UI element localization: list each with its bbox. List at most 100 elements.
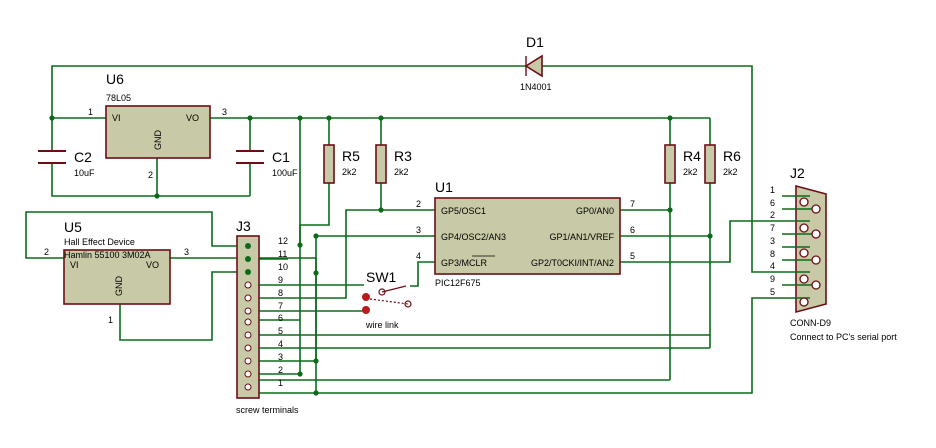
resistor-r5: R5 2k2 — [323, 144, 360, 184]
j2-pin-3: 3 — [770, 236, 775, 246]
r6-value: 2k2 — [723, 167, 738, 177]
junction-dot — [49, 115, 55, 121]
j3-pin-10: 10 — [278, 262, 288, 272]
sw1-contact — [404, 300, 412, 308]
wires — [25, 65, 782, 394]
u5-pin-vo-number: 3 — [184, 247, 189, 257]
sw1-contact — [362, 293, 370, 301]
c1-reference: C1 — [272, 149, 290, 165]
j2-description: Connect to PC's serial port — [790, 332, 897, 342]
connector-j2: J2 CONN-D9 Connect to PC's serial port 1 — [770, 165, 897, 342]
u1-value: PIC12F675 — [435, 278, 481, 288]
r4-value: 2k2 — [683, 167, 698, 177]
resistor-r3: R3 2k2 — [375, 144, 412, 184]
j2-pin-9: 9 — [770, 274, 775, 284]
r3-reference: R3 — [394, 148, 412, 164]
r6-reference: R6 — [723, 148, 741, 164]
d1-value: 1N4001 — [520, 82, 552, 92]
junction-dot — [297, 115, 303, 121]
resistor-r4: R4 2k2 — [664, 144, 701, 184]
u6-vi-label: VI — [112, 113, 121, 123]
u5-pin-vi-number: 2 — [44, 247, 49, 257]
r3-value: 2k2 — [394, 167, 409, 177]
u6-pin-vi-number: 1 — [88, 107, 93, 117]
u5-reference: U5 — [64, 219, 82, 235]
c1-value: 100uF — [272, 168, 298, 178]
junction-dot — [313, 358, 319, 364]
junction-dot — [297, 242, 303, 248]
j2-pin-4: 4 — [770, 261, 775, 271]
j2-value: CONN-D9 — [790, 318, 831, 328]
u5-gnd-label: GND — [114, 276, 124, 297]
sw1-contact — [362, 306, 370, 314]
j2-pin-7: 7 — [770, 223, 775, 233]
junction-dot — [313, 233, 319, 239]
u1-pin-2: 2 — [416, 199, 421, 209]
junction-dot — [247, 115, 253, 121]
c2-reference: C2 — [74, 149, 92, 165]
regulator-u6: U6 78L05 1 3 2 VI VO GND — [88, 71, 227, 180]
j3-pin-1: 1 — [278, 378, 283, 388]
j3-pin-7: 7 — [278, 301, 283, 311]
microcontroller-u1: U1 PIC12F675 2 3 4 7 6 5 GP5/OSC1 GP4/OS… — [416, 179, 635, 288]
u1-gp0-label: GP0/AN0 — [576, 206, 614, 216]
u1-gp3-label: GP3/MCLR — [441, 258, 488, 268]
resistor-r6: R6 2k2 — [704, 144, 741, 184]
junction-dot — [667, 115, 673, 121]
u6-reference: U6 — [106, 71, 124, 87]
sw1-value: wire link — [365, 320, 399, 330]
u1-pin-6: 6 — [630, 225, 635, 235]
j2-pin-6: 6 — [770, 198, 775, 208]
d1-reference: D1 — [526, 34, 544, 50]
junction-dot — [313, 390, 319, 396]
j2-pin-8: 8 — [770, 249, 775, 259]
u1-pin-3: 3 — [416, 225, 421, 235]
j2-pin-1: 1 — [770, 185, 775, 195]
sw1-reference: SW1 — [366, 269, 397, 285]
u5-pin-gnd-number: 1 — [108, 315, 113, 325]
j2-pin-2: 2 — [770, 210, 775, 220]
u1-pin-7: 7 — [630, 199, 635, 209]
u6-gnd-label: GND — [153, 130, 163, 151]
u5-vi-label: VI — [70, 260, 79, 270]
junction-dot — [378, 207, 384, 213]
junctions — [49, 115, 713, 396]
u6-vo-label: VO — [186, 113, 199, 123]
j3-pin-12: 12 — [278, 236, 288, 246]
u1-reference: U1 — [435, 179, 453, 195]
j3-pin-5: 5 — [278, 326, 283, 336]
j3-pin-4: 4 — [278, 339, 283, 349]
j2-pin-5: 5 — [770, 287, 775, 297]
capacitor-c1: C1 100uF — [236, 149, 298, 178]
r4-reference: R4 — [683, 148, 701, 164]
j2-reference: J2 — [790, 165, 805, 181]
j3-pin-3: 3 — [278, 352, 283, 362]
junction-dot — [326, 115, 332, 121]
j3-pins — [244, 243, 252, 391]
u5-description: Hall Effect Device — [64, 237, 135, 247]
junction-dot — [154, 193, 160, 199]
r5-reference: R5 — [342, 148, 360, 164]
u1-gp1-label: GP1/AN1/VREF — [549, 232, 614, 242]
u1-gp4-label: GP4/OSC2/AN3 — [441, 232, 506, 242]
db9-pin-stubs — [782, 195, 814, 299]
j3-pin-6: 6 — [278, 313, 283, 323]
junction-dot — [667, 207, 673, 213]
u5-vo-label: VO — [146, 260, 159, 270]
u1-pin-5: 5 — [630, 251, 635, 261]
c2-value: 10uF — [74, 168, 95, 178]
switch-sw1: SW1 wire link — [362, 269, 412, 330]
diode-d1: D1 1N4001 — [520, 34, 552, 92]
capacitor-c2: C2 10uF — [38, 149, 95, 178]
u5-part-number: Hamlin 55100 3M02A — [64, 250, 151, 260]
db9-pin-sockets — [799, 197, 821, 307]
j3-pin-2: 2 — [278, 365, 283, 375]
u1-gp5-label: GP5/OSC1 — [441, 206, 486, 216]
connector-j3: J3 screw terminals 12 11 10 9 8 7 6 5 4 … — [236, 218, 299, 415]
u1-gp2-label: GP2/T0CKI/INT/AN2 — [531, 258, 614, 268]
junction-dot — [297, 371, 303, 377]
u6-pin-vo-number: 3 — [222, 107, 227, 117]
j3-reference: J3 — [236, 218, 251, 234]
